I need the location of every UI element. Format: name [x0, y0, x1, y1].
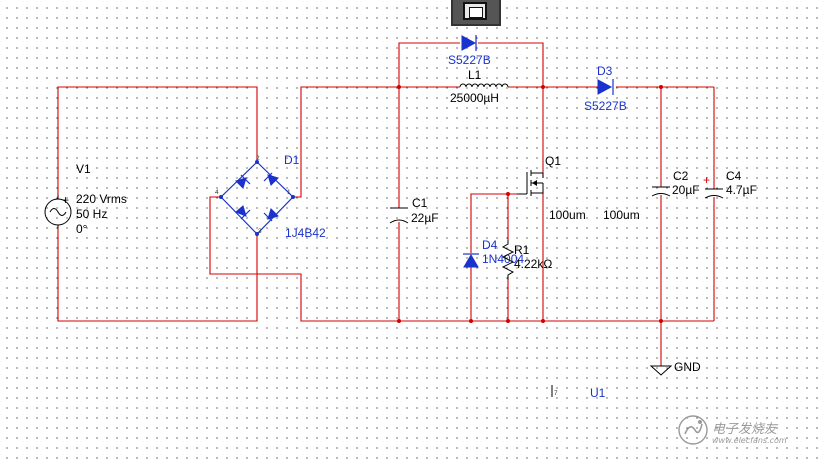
instrument-probe-icon[interactable]	[451, 0, 501, 26]
q1-mosfet[interactable]	[517, 170, 544, 196]
l1-inductor[interactable]	[459, 83, 509, 88]
l1-ref: L1	[468, 68, 482, 82]
d1-bridge-rectifier[interactable]	[219, 160, 295, 236]
c1-value: 22µF	[411, 211, 439, 225]
d4-ref: D4	[482, 238, 498, 252]
u1-pin: 7	[554, 390, 558, 397]
v1-ref: V1	[76, 162, 91, 176]
top-diode[interactable]	[461, 35, 477, 51]
c2-ref: C2	[673, 169, 689, 183]
q1-width: 100um	[549, 208, 586, 222]
v1-voltage: 220 Vrms	[76, 192, 127, 206]
d4-diode[interactable]	[463, 253, 479, 268]
d1-pin-2: 2	[256, 155, 260, 162]
d3-part: S5227B	[584, 99, 627, 113]
u1-ref: U1	[590, 386, 606, 400]
watermark-text: 电子发烧友	[712, 422, 779, 437]
c1-ref: C1	[412, 196, 428, 210]
d1-ref: D1	[284, 153, 300, 167]
l1-value: 25000µH	[450, 91, 499, 105]
ground-label: GND	[674, 360, 701, 374]
svg-text:+: +	[62, 193, 69, 207]
d3-ref: D3	[597, 64, 613, 78]
q1-ref: Q1	[545, 154, 561, 168]
top-diode-part: S5227B	[448, 53, 491, 67]
c4-ref: C4	[726, 169, 742, 183]
elecfans-logo-icon	[678, 415, 708, 445]
d1-pin-1: 1	[287, 189, 291, 196]
r1-value: 4.22kΩ	[514, 257, 552, 271]
c4-capacitor[interactable]	[704, 188, 724, 199]
v1-frequency: 50 Hz	[76, 207, 107, 221]
d1-pin-3: 3	[258, 228, 262, 235]
v1-phase: 0°	[76, 222, 88, 236]
q1-length: 100um	[603, 208, 640, 222]
r1-resistor[interactable]	[501, 240, 515, 280]
c2-capacitor[interactable]	[651, 186, 671, 197]
wires	[57, 42, 715, 366]
d4-part: 1N4004	[482, 252, 524, 266]
d1-pin-4: 4	[215, 189, 219, 196]
d1-part: 1J4B42	[285, 226, 326, 240]
watermark-url: www.elecfans.com	[712, 436, 787, 445]
c4-polarity: +	[703, 173, 710, 187]
d3-diode[interactable]	[597, 79, 614, 95]
ground-symbol[interactable]	[649, 365, 673, 376]
c2-value: 20µF	[672, 183, 700, 197]
r1-ref: R1	[514, 243, 530, 257]
junctions	[397, 85, 663, 323]
c4-value: 4.7µF	[726, 183, 757, 197]
c1-capacitor[interactable]	[389, 207, 409, 224]
v1-ac-source[interactable]: +	[44, 193, 72, 228]
